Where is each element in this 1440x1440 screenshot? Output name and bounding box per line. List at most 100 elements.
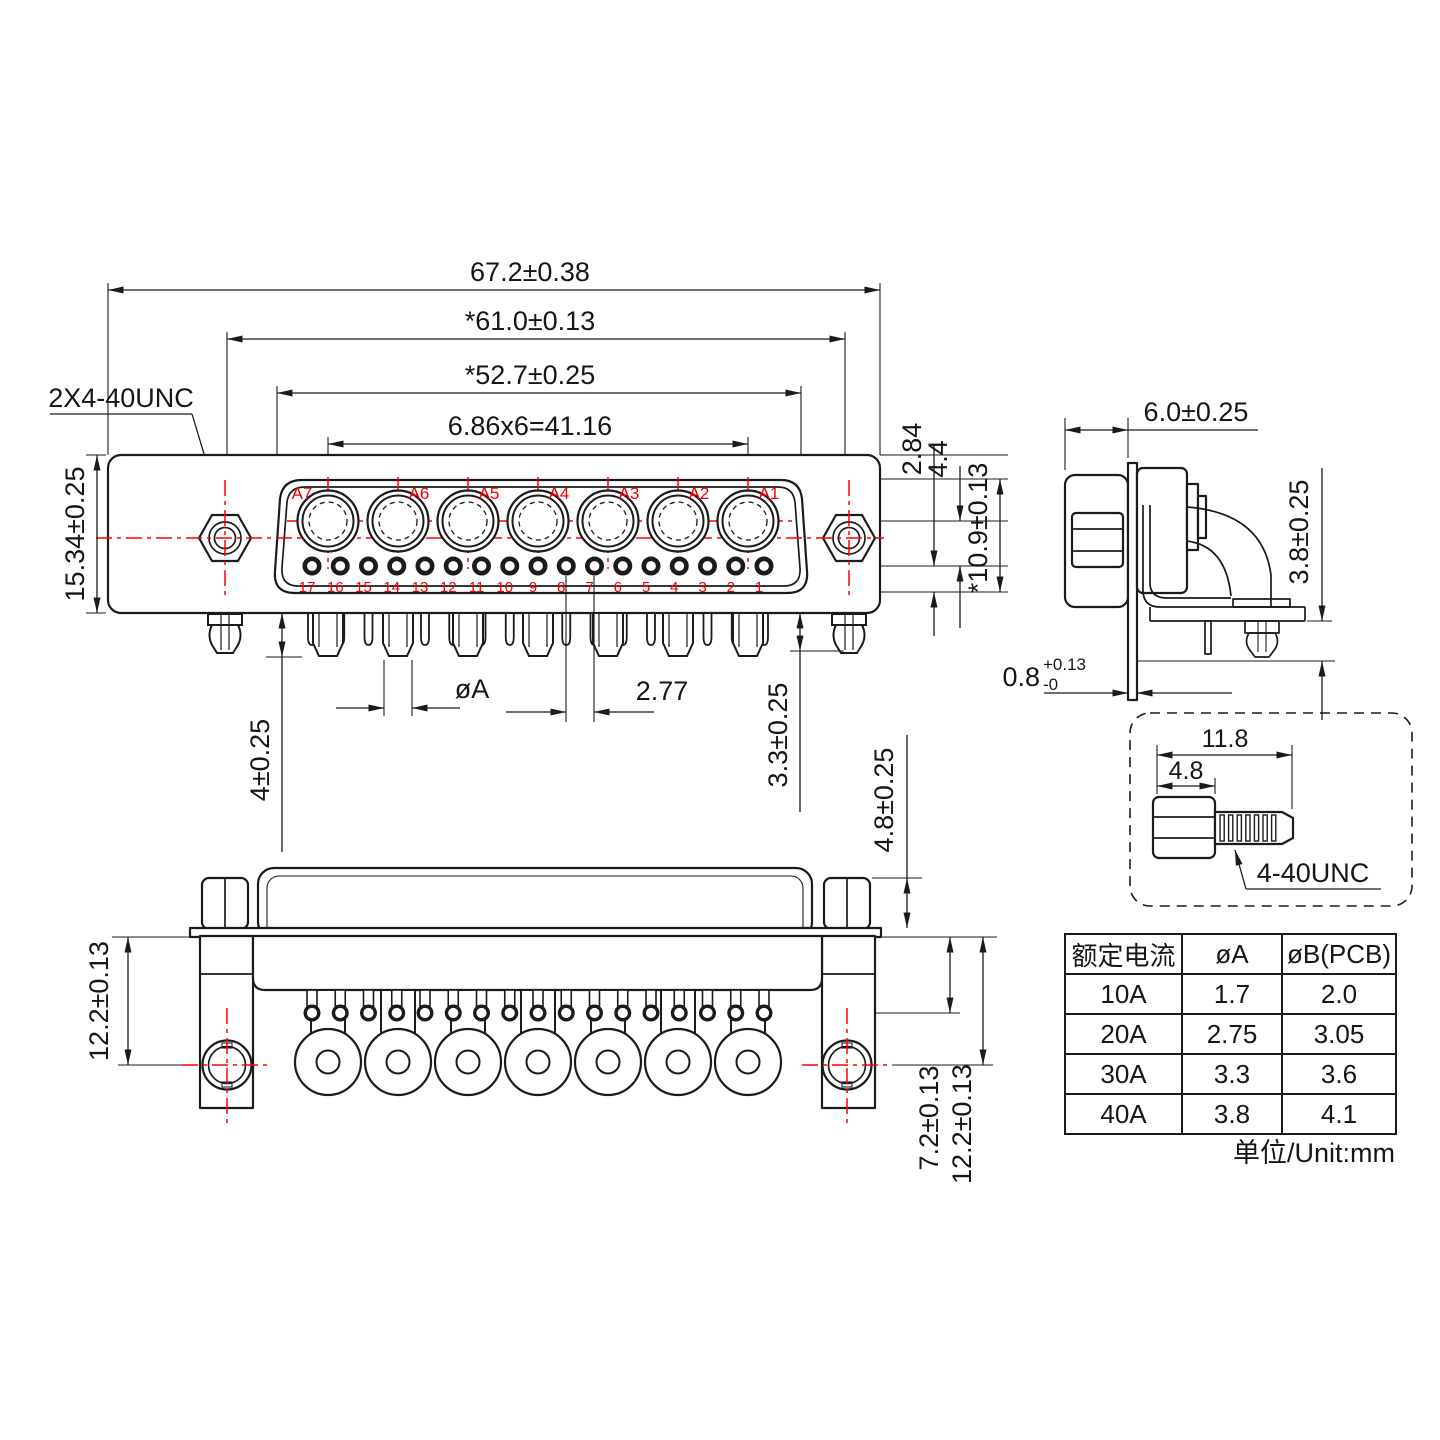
signal-pin-hole: [358, 556, 378, 576]
dim-tail-dia: øA: [455, 674, 490, 704]
contact-label: A4: [549, 484, 570, 503]
flange-thickness-tol-plus: +0.13: [1043, 655, 1086, 674]
dim-shell-height: *10.9±0.13: [963, 463, 993, 593]
pin-tail: [363, 614, 374, 646]
signal-pin-hole: [669, 556, 689, 576]
dim-row-gap: 4.4: [923, 440, 953, 478]
contact-tail: [522, 614, 554, 657]
contact-outer-ring: [506, 489, 570, 553]
unit-note: 单位/Unit:mm: [1233, 1138, 1395, 1168]
table-header-row: 额定电流 øA øB(PCB): [1064, 933, 1397, 975]
side-view: 2.84 4.4 *10.9±0.13 6.0±0.25: [880, 397, 1335, 720]
bracket-clip: [207, 613, 243, 626]
contact-mid-ring: [721, 494, 775, 548]
pin-tail: [702, 614, 713, 646]
dim-contact-pitch: 6.86x6=41.16: [448, 411, 612, 441]
pin-tail-ring: [303, 1004, 321, 1022]
thread-line: [1227, 814, 1234, 842]
dim-nut-height: 4.8±0.25: [869, 748, 899, 853]
signal-pin-hole: [556, 556, 576, 576]
contact-outer-ring: [296, 489, 360, 553]
front-view: 67.2±0.38 *61.0±0.13 *52.7±0.25 6.86x6=4…: [48, 257, 884, 852]
flange-height-dim: 15.34±0.25: [60, 454, 106, 614]
thread-spec-label: 4-40UNC: [1257, 858, 1370, 888]
pin-tail-ring: [557, 1004, 575, 1022]
contact-outer-ring: [436, 489, 500, 553]
detail-border: [1129, 712, 1413, 907]
dim-leg-length-right: 12.2±0.13: [947, 1064, 977, 1184]
pin-tail-ring: [586, 1004, 604, 1022]
signal-pin-hole: [528, 556, 548, 576]
contact-inner-ring: [728, 501, 768, 541]
header-phi-a: øA: [1181, 933, 1283, 975]
contact-inner-ring: [378, 501, 418, 541]
pin-number: 9: [529, 579, 537, 596]
pin-number: 11: [469, 579, 485, 596]
pin-tail-ring: [501, 1004, 519, 1022]
coax-contact-bore: [595, 1049, 621, 1075]
pin-stub: [729, 989, 742, 1007]
pin-tail-ring: [360, 1004, 378, 1022]
pin-stub: [701, 989, 714, 1007]
thread-line: [1219, 814, 1225, 842]
dim-pin-row: 7.2±0.13: [914, 1066, 944, 1171]
table-row: 30A 3.3 3.6: [1064, 1053, 1397, 1095]
signal-pin-hole: [443, 556, 463, 576]
pin-tail-ring: [388, 1004, 406, 1022]
flange-thickness-dim: 0.8 +0.13 -0: [1002, 655, 1232, 697]
contact-mid-ring: [371, 494, 425, 548]
dim-total-length: 11.8: [1202, 725, 1249, 753]
contact-tail: [662, 614, 694, 657]
pin-tail-ring: [416, 1004, 434, 1022]
bottom-body: [188, 866, 883, 1110]
pin-number: 7: [585, 579, 593, 596]
contact-mid-ring: [301, 494, 355, 548]
pin-stub: [673, 989, 686, 1007]
contact-mid-ring: [441, 494, 495, 548]
pin-tail: [504, 614, 515, 646]
dim-standoff-height: 3.8±0.25: [1284, 480, 1314, 585]
thread-line: [1262, 814, 1268, 842]
front-bottom-dimensions: 4±0.25 øA 2.77 3.3±0.25: [245, 576, 844, 852]
pin-tails-bottom: [303, 989, 773, 1022]
contact-inner-ring: [658, 501, 698, 541]
coax-contact-bore: [665, 1049, 691, 1075]
bracket-clip: [831, 613, 867, 626]
dim-leg-length-left: 12.2±0.13: [84, 941, 114, 1061]
contact-label: A3: [619, 484, 640, 503]
signal-pin-hole: [302, 556, 322, 576]
contact-inner-ring: [448, 501, 488, 541]
dim-top-gap: 2.84: [897, 423, 927, 476]
dim-pin-pitch: 2.77: [636, 676, 689, 706]
thread-line: [1245, 814, 1251, 842]
contact-label: A5: [479, 484, 500, 503]
pin-tail-ring: [444, 1004, 462, 1022]
coax-contact-bore: [385, 1049, 411, 1075]
contact-label: A1: [759, 484, 780, 503]
pin-stub: [306, 989, 318, 1007]
pin-stub: [503, 989, 516, 1007]
signal-pin-hole: [754, 556, 774, 576]
contact-inner-ring: [588, 501, 628, 541]
contact-label: A7: [292, 484, 313, 503]
pin-tail-ring: [642, 1004, 660, 1022]
coax-contact-bore: [455, 1049, 481, 1075]
pin-number: 8: [557, 579, 565, 596]
pin-tail: [420, 614, 430, 646]
side-left-dimensions: 2.84 4.4 *10.9±0.13: [897, 423, 1004, 636]
header-current: 额定电流: [1064, 933, 1183, 975]
contact-tail: [382, 614, 414, 657]
dim-hex-length: 4.8: [1169, 757, 1204, 785]
coax-contacts: A7 A6 A5 A4 A3 A2 A1: [292, 477, 780, 569]
pin-tail-ring: [331, 1004, 349, 1022]
pin-stub: [645, 989, 657, 1007]
standoff-height-dim: 3.8±0.25: [1284, 468, 1332, 720]
pin-tail-ring: [614, 1004, 632, 1022]
pin-tail-ring: [529, 1004, 547, 1022]
contact-label: A2: [689, 484, 710, 503]
screw-dimensions: 11.8 4.8 4-40UNC: [1156, 725, 1381, 890]
contact-label: A6: [409, 484, 430, 503]
pin-number: 5: [642, 579, 650, 596]
flange-thickness-tol-minus: -0: [1043, 675, 1058, 694]
